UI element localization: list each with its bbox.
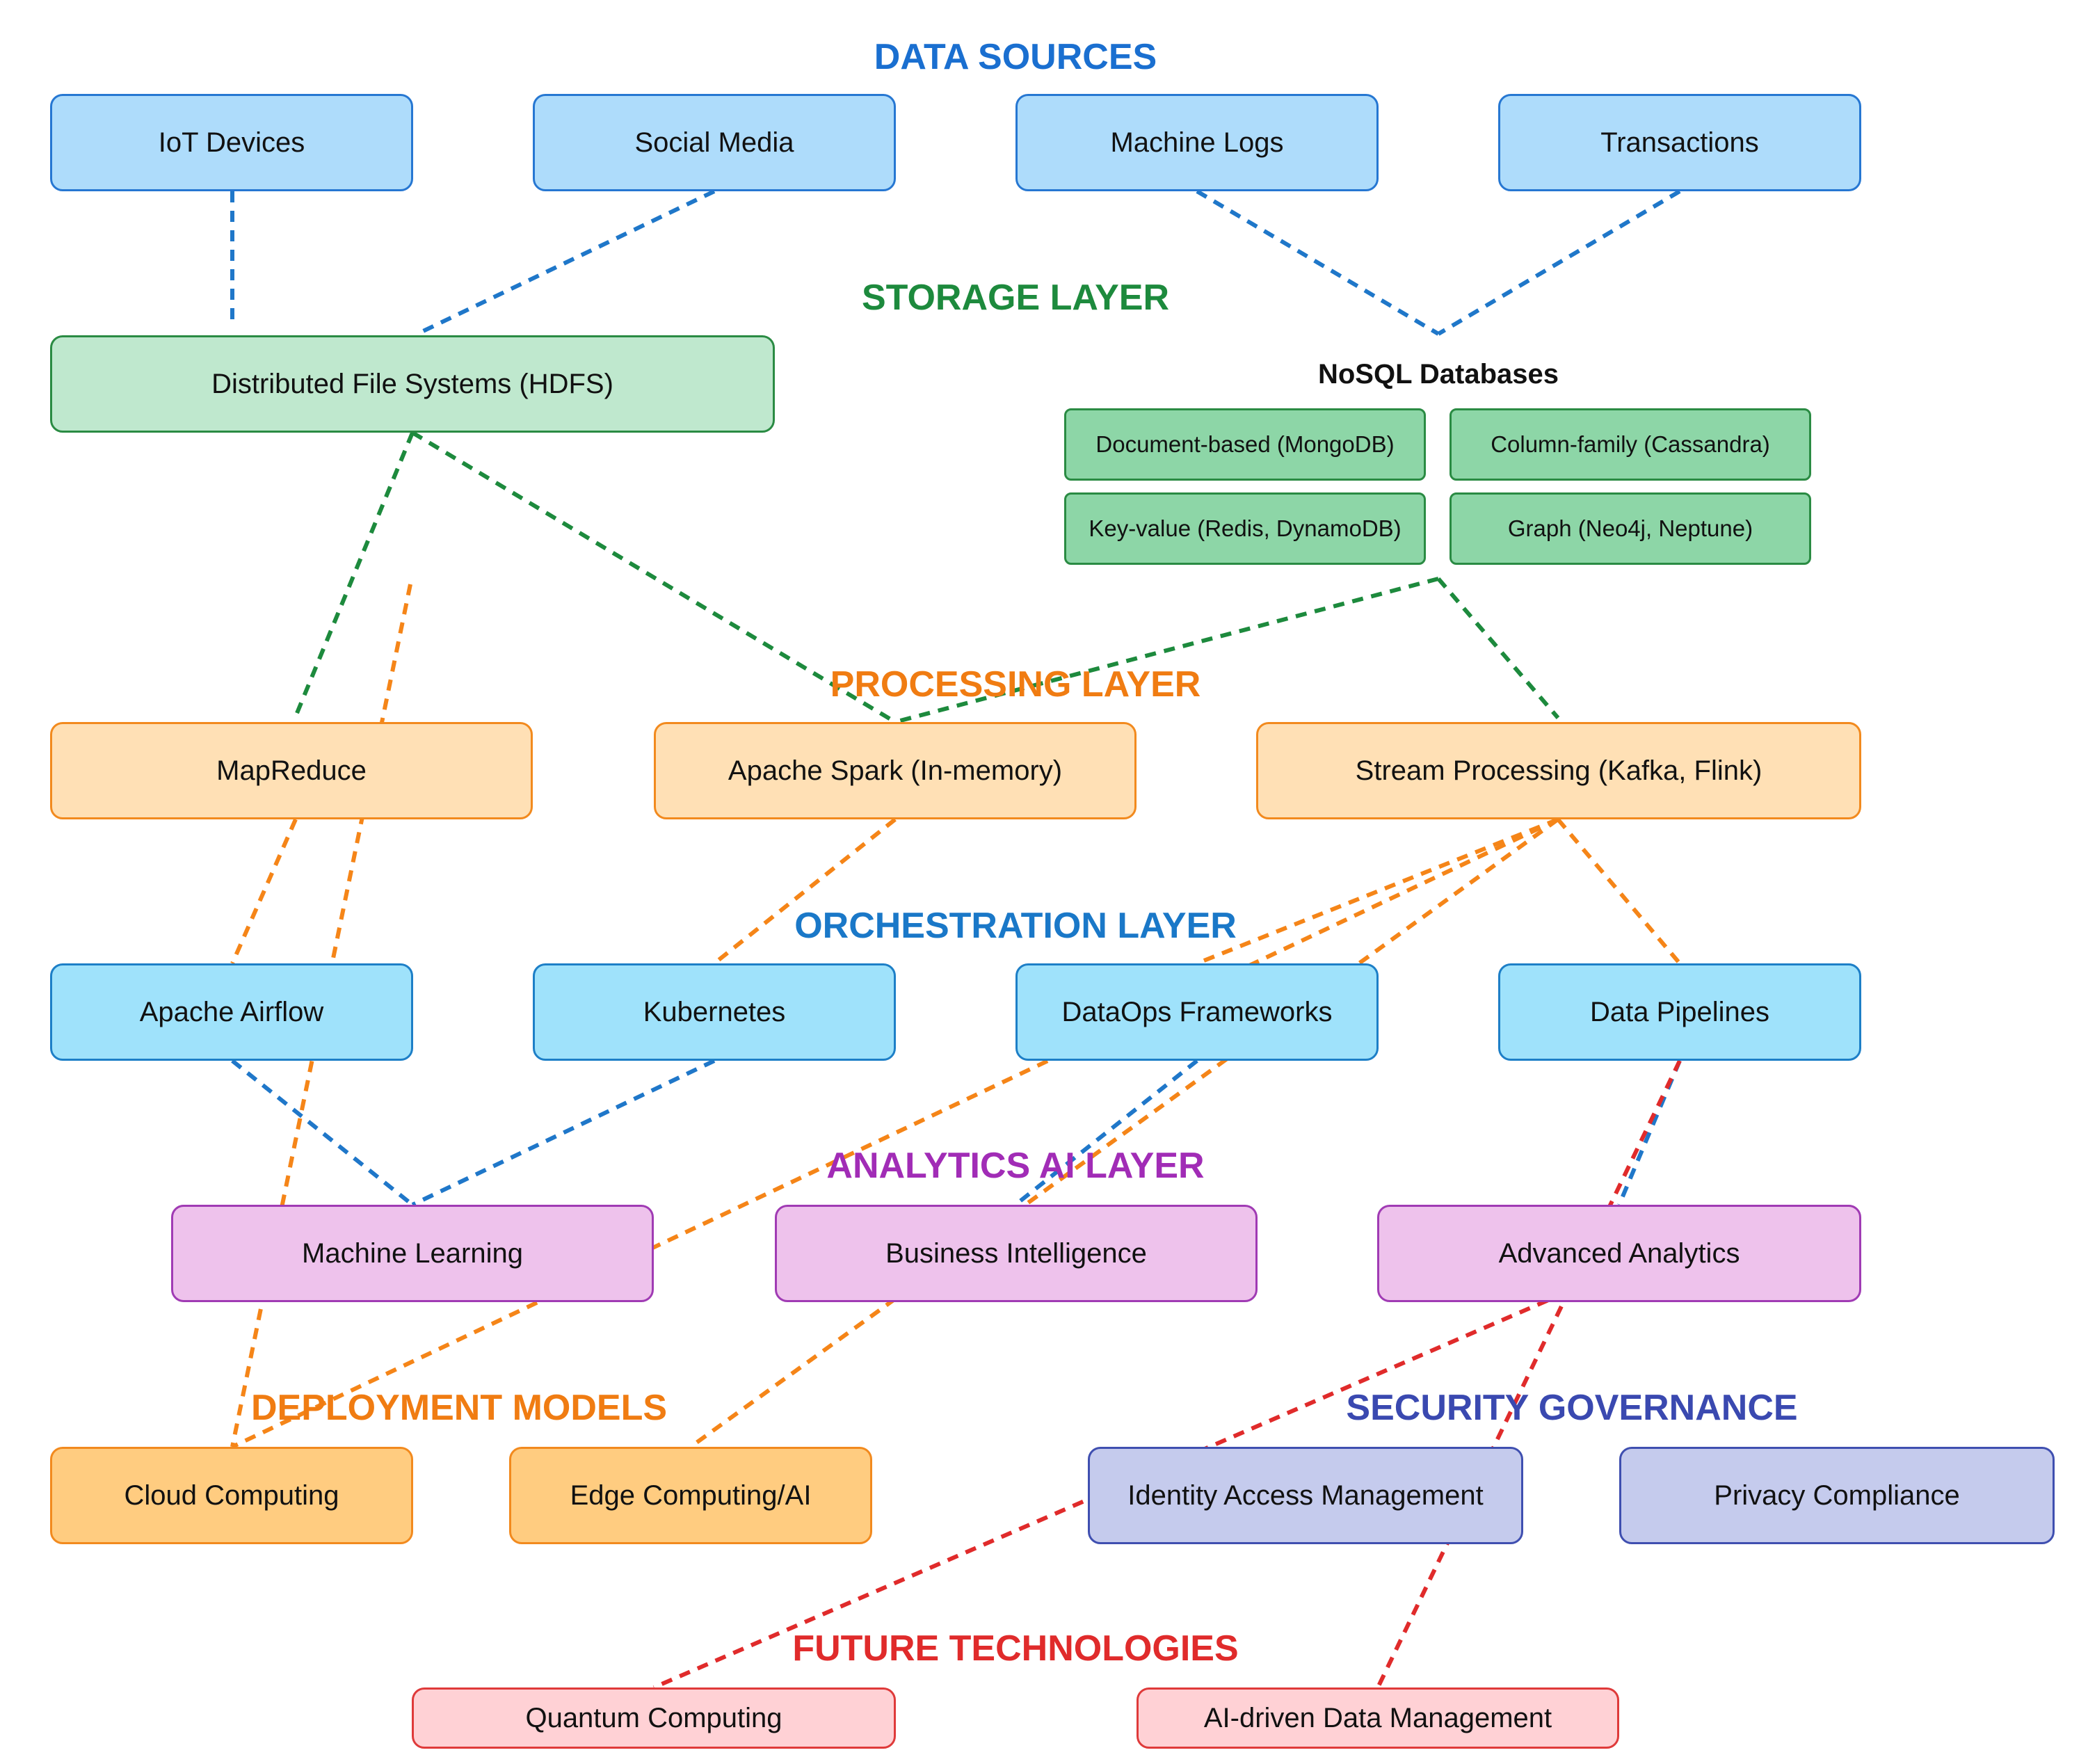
node-cloud-computing[interactable]: Cloud Computing bbox=[50, 1447, 413, 1544]
section-title-orchestration-layer: ORCHESTRATION LAYER bbox=[794, 906, 1237, 946]
node-transactions[interactable]: Transactions bbox=[1498, 94, 1861, 191]
edge-hdfs-mapreduce bbox=[294, 431, 415, 718]
node-advanced-analytics[interactable]: Advanced Analytics bbox=[1377, 1205, 1861, 1302]
node-business-intelligence[interactable]: Business Intelligence bbox=[775, 1205, 1258, 1302]
edge-social-hdfs bbox=[416, 189, 716, 336]
nosql-databases-title: NoSQL Databases bbox=[1317, 359, 1559, 390]
edge-stream-edge bbox=[689, 817, 1559, 1449]
section-title-analytics-ai-layer: ANALYTICS AI LAYER bbox=[826, 1146, 1205, 1186]
section-title-data-sources: DATA SOURCES bbox=[874, 37, 1157, 77]
edge-stream-dataops bbox=[1196, 817, 1559, 965]
node-machine-learning[interactable]: Machine Learning bbox=[171, 1205, 654, 1302]
node-edge-computing[interactable]: Edge Computing/AI bbox=[509, 1447, 872, 1544]
node-quantum-computing[interactable]: Quantum Computing bbox=[412, 1687, 896, 1749]
section-title-security-governance: SECURITY GOVERNANCE bbox=[1346, 1388, 1798, 1428]
section-title-deployment-models: DEPLOYMENT MODELS bbox=[250, 1388, 668, 1428]
node-column-family[interactable]: Column-family (Cassandra) bbox=[1449, 408, 1811, 481]
node-iot-devices[interactable]: IoT Devices bbox=[50, 94, 413, 191]
edge-stream-cloud bbox=[231, 817, 1559, 1449]
edge-pipelines-aidata bbox=[1376, 1059, 1682, 1689]
edge-logs-nosql bbox=[1196, 189, 1440, 336]
node-apache-spark[interactable]: Apache Spark (In-memory) bbox=[654, 722, 1137, 819]
node-identity-access-management[interactable]: Identity Access Management bbox=[1088, 1447, 1523, 1544]
node-data-pipelines[interactable]: Data Pipelines bbox=[1498, 963, 1861, 1061]
node-kubernetes[interactable]: Kubernetes bbox=[533, 963, 896, 1061]
node-stream-processing[interactable]: Stream Processing (Kafka, Flink) bbox=[1256, 722, 1861, 819]
edge-stream-pipelines bbox=[1556, 818, 1682, 965]
edge-nosql-stream bbox=[1436, 577, 1560, 719]
node-ai-driven-data-management[interactable]: AI-driven Data Management bbox=[1137, 1687, 1619, 1749]
edge-transactions-nosql bbox=[1437, 189, 1681, 336]
node-dataops-frameworks[interactable]: DataOps Frameworks bbox=[1015, 963, 1379, 1061]
node-graph[interactable]: Graph (Neo4j, Neptune) bbox=[1449, 492, 1811, 565]
edge-hdfs-spark bbox=[411, 431, 897, 724]
node-key-value[interactable]: Key-value (Redis, DynamoDB) bbox=[1064, 492, 1426, 565]
node-mapreduce[interactable]: MapReduce bbox=[50, 722, 533, 819]
node-hdfs[interactable]: Distributed File Systems (HDFS) bbox=[50, 335, 775, 433]
edge-mapreduce-airflow bbox=[230, 818, 298, 965]
edge-nosql-spark bbox=[894, 577, 1439, 724]
node-apache-airflow[interactable]: Apache Airflow bbox=[50, 963, 413, 1061]
edge-kubernetes-ml bbox=[411, 1059, 716, 1207]
edge-airflow-ml bbox=[231, 1059, 414, 1207]
section-title-storage-layer: STORAGE LAYER bbox=[861, 278, 1170, 318]
node-privacy-compliance[interactable]: Privacy Compliance bbox=[1619, 1447, 2055, 1544]
node-document-based[interactable]: Document-based (MongoDB) bbox=[1064, 408, 1426, 481]
section-title-processing-layer: PROCESSING LAYER bbox=[830, 664, 1201, 705]
node-machine-logs[interactable]: Machine Logs bbox=[1015, 94, 1379, 191]
section-title-future-technologies: FUTURE TECHNOLOGIES bbox=[792, 1628, 1239, 1669]
node-social-media[interactable]: Social Media bbox=[533, 94, 896, 191]
